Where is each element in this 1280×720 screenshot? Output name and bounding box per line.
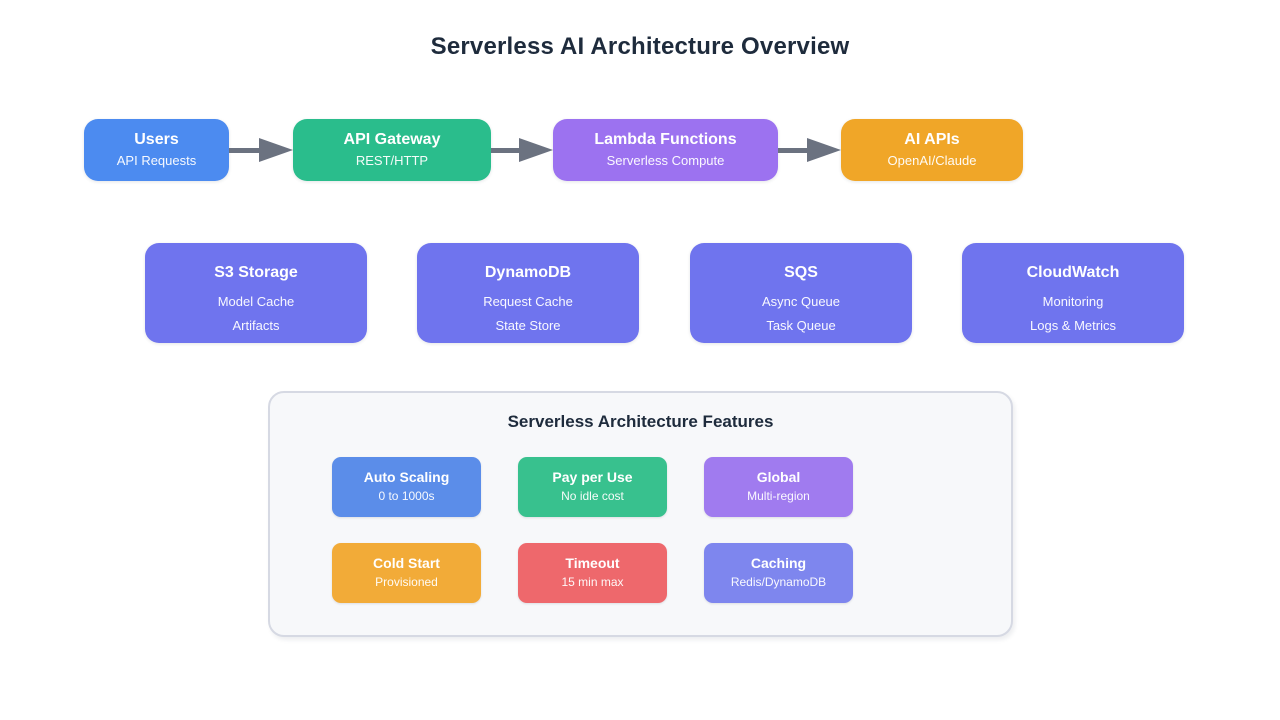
flow-node-users: Users API Requests [84, 119, 229, 181]
features-panel-title: Serverless Architecture Features [507, 412, 774, 431]
feature-card-cold-start: Cold Start Provisioned [332, 543, 481, 603]
service-line: Async Queue [761, 294, 841, 309]
arrow-head-icon [259, 138, 293, 162]
flow-node-subtitle: API Requests [116, 153, 197, 168]
feature-card-subtitle: 15 min max [561, 575, 624, 589]
arrow-head-icon [807, 138, 841, 162]
arrow-line [229, 148, 261, 153]
flow-node-subtitle: REST/HTTP [355, 153, 429, 168]
service-box-sqs: SQS Async Queue Task Queue [690, 243, 912, 343]
arrow-line [491, 148, 521, 153]
service-title: DynamoDB [484, 264, 572, 281]
feature-card-title: Global [756, 469, 801, 485]
flow-node-title: AI APIs [904, 131, 960, 148]
service-line: Task Queue [766, 318, 836, 333]
flow-node-title: API Gateway [343, 131, 441, 148]
flow-node-title: Users [134, 131, 179, 148]
arrow-line [778, 148, 809, 153]
service-line: Logs & Metrics [1030, 318, 1116, 333]
service-line: State Store [495, 318, 561, 333]
feature-card-title: Caching [750, 555, 807, 571]
feature-card-subtitle: No idle cost [561, 489, 624, 503]
flow-node-title: Lambda Functions [594, 131, 737, 148]
service-title: SQS [784, 264, 818, 281]
page-title: Serverless AI Architecture Overview [430, 33, 850, 60]
flow-node-ai-apis: AI APIs OpenAI/Claude [841, 119, 1023, 181]
feature-card-title: Cold Start [373, 555, 440, 571]
feature-card-subtitle: Redis/DynamoDB [730, 575, 827, 589]
service-box-dynamodb: DynamoDB Request Cache State Store [417, 243, 639, 343]
service-line: Artifacts [232, 318, 280, 333]
flow-node-subtitle: OpenAI/Claude [887, 153, 977, 168]
service-box-cloudwatch: CloudWatch Monitoring Logs & Metrics [962, 243, 1184, 343]
flow-node-api-gateway: API Gateway REST/HTTP [293, 119, 491, 181]
service-title: S3 Storage [214, 264, 298, 281]
flow-arrow-3 [778, 138, 841, 162]
flow-node-subtitle: Serverless Compute [606, 153, 725, 168]
features-panel: Serverless Architecture Features Auto Sc… [268, 391, 1013, 637]
feature-card-subtitle: Multi-region [747, 489, 810, 503]
feature-card-title: Timeout [565, 555, 620, 571]
service-line: Request Cache [483, 294, 573, 309]
feature-card-title: Pay per Use [552, 469, 633, 485]
feature-card-caching: Caching Redis/DynamoDB [704, 543, 853, 603]
feature-card-global: Global Multi-region [704, 457, 853, 517]
service-line: Monitoring [1042, 294, 1104, 309]
flow-arrow-2 [491, 138, 553, 162]
feature-card-subtitle: Provisioned [375, 575, 438, 589]
feature-card-title: Auto Scaling [363, 469, 450, 485]
feature-card-timeout: Timeout 15 min max [518, 543, 667, 603]
flow-arrow-1 [229, 138, 293, 162]
arrow-head-icon [519, 138, 553, 162]
feature-card-subtitle: 0 to 1000s [378, 489, 435, 503]
service-title: CloudWatch [1026, 264, 1120, 281]
service-line: Model Cache [217, 294, 295, 309]
feature-card-pay-per-use: Pay per Use No idle cost [518, 457, 667, 517]
feature-card-auto-scaling: Auto Scaling 0 to 1000s [332, 457, 481, 517]
flow-node-lambda-functions: Lambda Functions Serverless Compute [553, 119, 778, 181]
service-box-s3-storage: S3 Storage Model Cache Artifacts [145, 243, 367, 343]
